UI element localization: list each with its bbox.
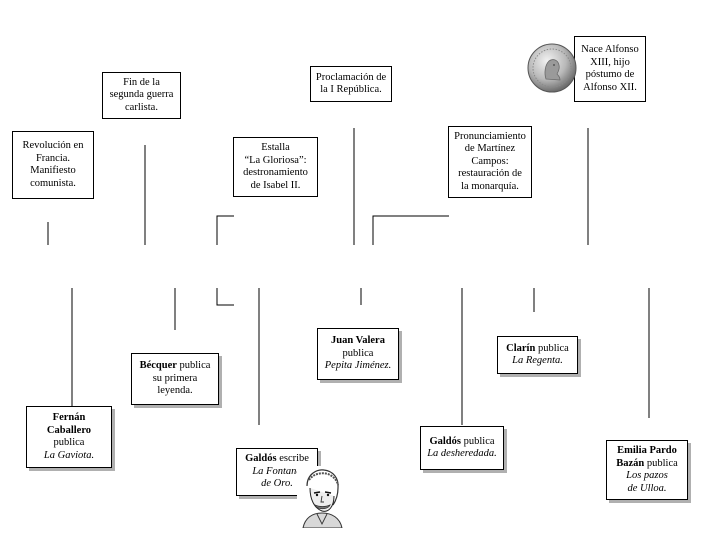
event-text-line: “La Gloriosa”: [244,154,307,166]
event-text-line: comunista. [30,177,76,189]
event-text-line: Galdós escribe [245,453,309,465]
event-text-line: póstumo de [585,69,635,80]
event-text-line: Francia. [35,152,71,164]
event-box-juan-valera: Juan Valera publica Pepita Jiménez. [317,328,399,380]
event-text-line: Alfonso XII. [583,81,637,93]
event-verb: publica [53,437,85,448]
author-name: Juan Valera [331,335,385,347]
event-text-line: destronamiento [243,167,308,178]
work-title: La Regenta. [512,355,563,366]
event-box-becquer: Bécquer publica su primera leyenda. [131,353,219,405]
work-title: Los pazos [626,470,668,481]
event-text-line: Fin de la [123,76,160,88]
event-text-line: Pronunciamiento [454,130,526,142]
event-text-line: de Isabel II. [250,179,301,191]
author-name-line: Caballero [46,424,92,436]
event-text-line: leyenda. [157,385,193,397]
event-text-line: Manifiesto [30,165,76,176]
work-title: de Ulloa. [627,482,667,494]
event-text-line: la I República. [320,84,382,95]
author-name-line: Emilia Pardo [617,445,677,456]
event-box-clarin: Clarín publica La Regenta. [497,336,578,374]
event-box-la-gloriosa: Estalla “La Gloriosa”: destronamiento de… [233,137,318,197]
event-box-primera-republica: Proclamación de la I República. [310,66,392,102]
work-title: Pepita Jiménez. [324,360,392,372]
event-box-galdos-desheredada: Galdós publica La desheredada. [420,426,504,470]
event-text-line: segunda guerra [109,89,174,101]
event-verb: publica [342,347,374,359]
event-box-nace-alfonso-xiii: Nace Alfonso XIII, hijo póstumo de Alfon… [574,36,646,102]
event-text-line: Bazán publica [616,457,678,469]
author-name-line: Fernán [52,412,86,423]
event-box-restauracion: Pronunciamiento de Martínez Campos: rest… [448,126,532,198]
work-title: de Oro. [261,478,293,490]
event-text-line: Nace Alfonso [581,44,639,55]
event-text-line: Clarín publica [506,342,569,354]
event-text-line: su primera [152,372,198,384]
event-text-line: Campos: [471,155,509,167]
portrait-galdos-image [297,466,347,528]
event-text-line: Proclamación de [315,71,387,83]
work-title: La Gaviota. [43,449,95,461]
event-text-line: restauración de [458,168,522,180]
event-text-line: Bécquer publica [139,360,211,372]
event-text-line: Revolución en [22,140,84,151]
event-text-line: Galdós publica [429,435,495,447]
event-text-line: carlista. [125,101,158,113]
event-text-line: XIII, hijo [590,56,630,68]
event-box-fernan-caballero: Fernán Caballero publica La Gaviota. [26,406,112,468]
event-box-fin-guerra-carlista: Fin de la segunda guerra carlista. [102,72,181,119]
event-text-line: de Martínez [464,143,516,155]
event-text-line: la monarquía. [461,180,519,192]
work-title: La Fontana [252,465,302,477]
event-text-line: Estalla [261,142,290,153]
work-title: La desheredada. [427,448,497,459]
event-box-revolucion-francia: Revolución en Francia. Manifiesto comuni… [12,131,94,199]
coin-alfonso-xiii-image [527,43,577,93]
event-box-pardo-bazan: Emilia Pardo Bazán publica Los pazos de … [606,440,688,500]
